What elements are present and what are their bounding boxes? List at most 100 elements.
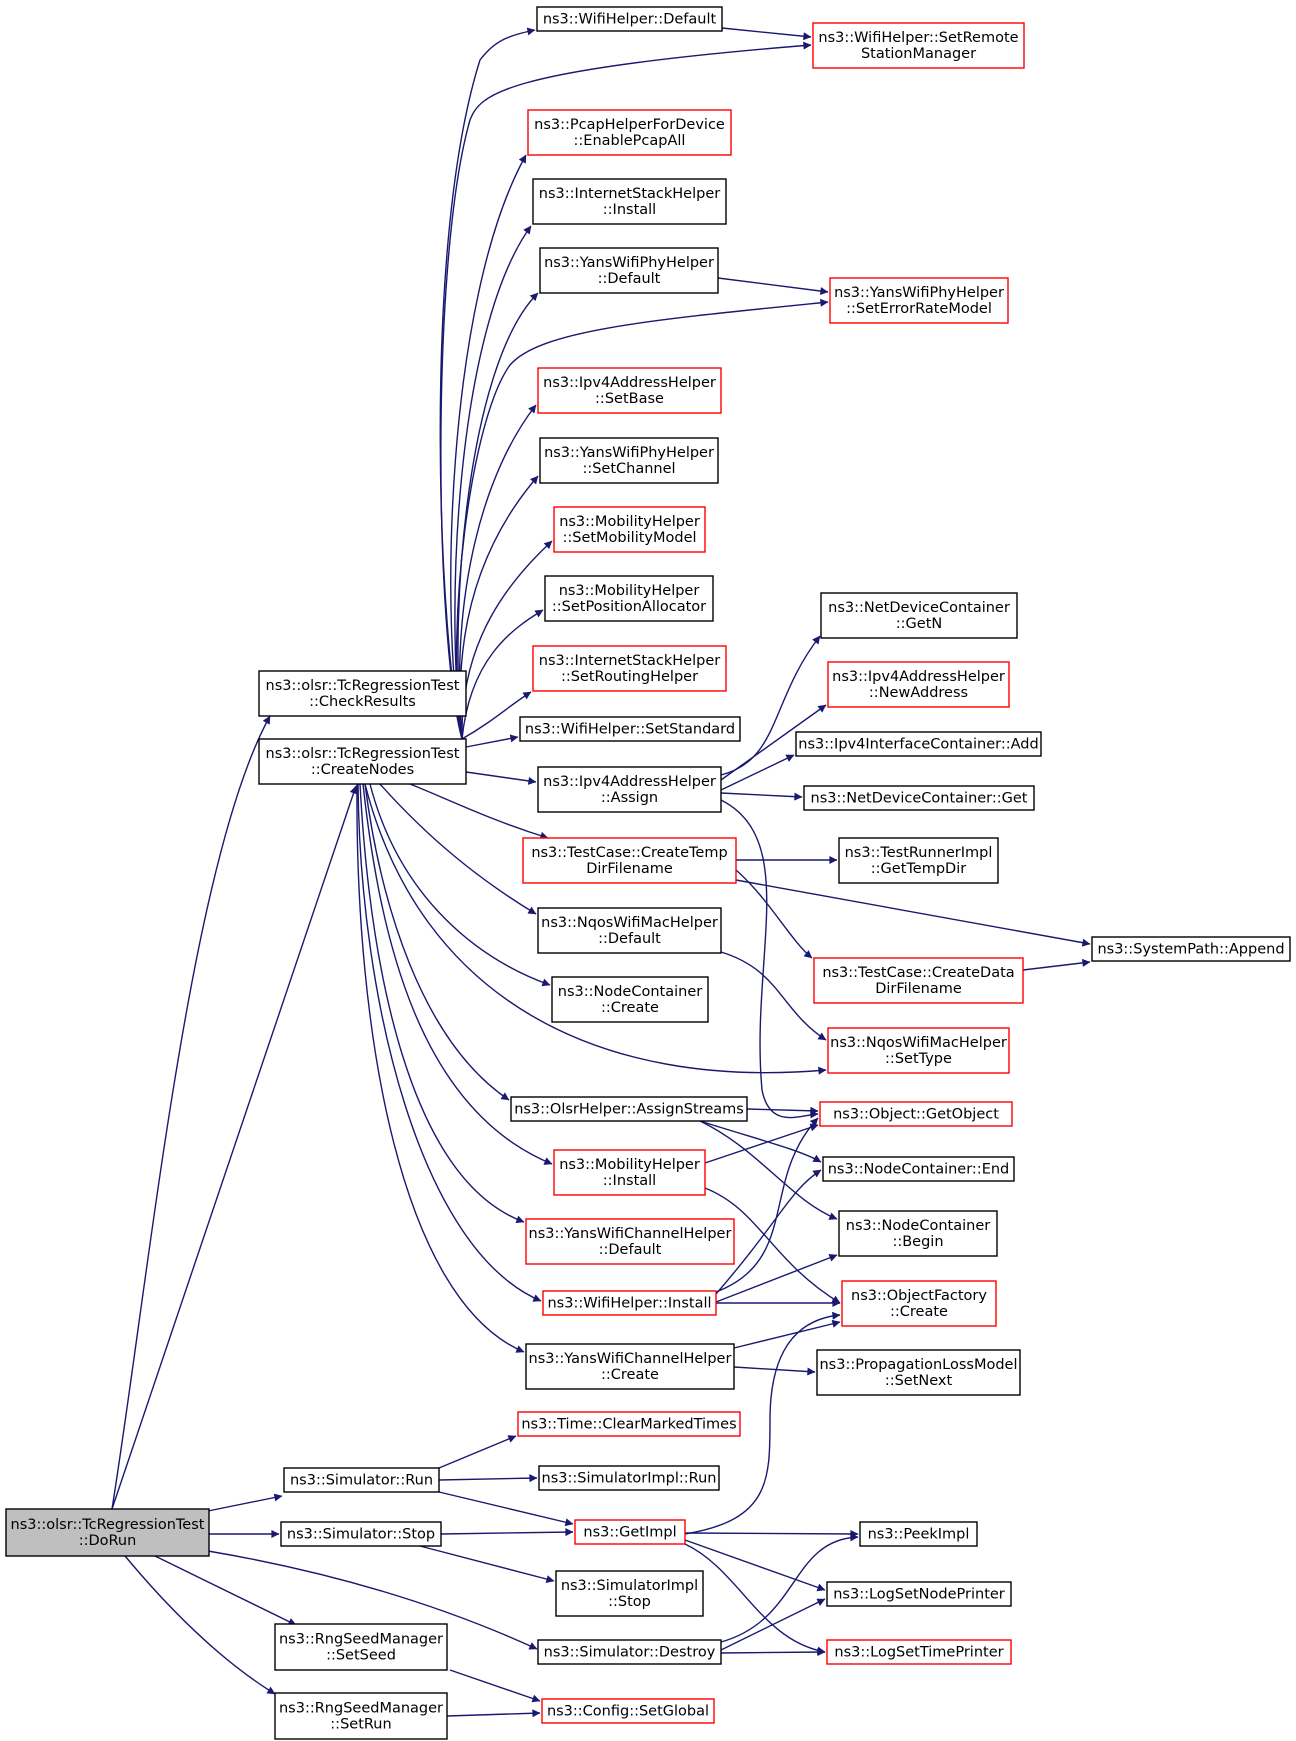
- node-ipv4addr-assign[interactable]: ns3::Ipv4AddressHelper::Assign: [537, 766, 722, 813]
- node-nodecont-begin[interactable]: ns3::NodeContainer::Begin: [838, 1210, 998, 1257]
- node-mob-setmodel[interactable]: ns3::MobilityHelper::SetMobilityModel: [553, 506, 706, 553]
- node-yanschan-create[interactable]: ns3::YansWifiChannelHelper::Create: [525, 1343, 735, 1390]
- node-nodecont-end[interactable]: ns3::NodeContainer::End: [822, 1156, 1015, 1182]
- node-box[interactable]: [838, 1210, 998, 1257]
- node-box[interactable]: [838, 837, 999, 884]
- node-nqos-settype[interactable]: ns3::NqosWifiMacHelper::SetType: [827, 1027, 1010, 1074]
- node-checkresults[interactable]: ns3::olsr::TcRegressionTest::CheckResult…: [258, 670, 467, 717]
- node-yansphy-setchannel[interactable]: ns3::YansWifiPhyHelper::SetChannel: [539, 437, 719, 484]
- node-box[interactable]: [553, 506, 706, 553]
- node-box[interactable]: [537, 367, 722, 414]
- node-box[interactable]: [537, 766, 722, 813]
- node-sim-stop[interactable]: ns3::Simulator::Stop: [280, 1521, 442, 1547]
- node-box[interactable]: [574, 1519, 686, 1545]
- node-box[interactable]: [827, 1027, 1010, 1074]
- node-box[interactable]: [841, 1280, 997, 1327]
- node-box[interactable]: [819, 1101, 1013, 1127]
- node-box[interactable]: [542, 1290, 717, 1316]
- node-box[interactable]: [532, 645, 727, 692]
- node-log-setnode[interactable]: ns3::LogSetNodePrinter: [826, 1581, 1012, 1607]
- node-netdev-getn[interactable]: ns3::NetDeviceContainer::GetN: [820, 592, 1018, 639]
- node-peekimpl[interactable]: ns3::PeekImpl: [859, 1521, 978, 1547]
- node-box[interactable]: [258, 738, 467, 785]
- node-nodecont-create[interactable]: ns3::NodeContainer::Create: [551, 976, 709, 1023]
- node-mob-install[interactable]: ns3::MobilityHelper::Install: [553, 1149, 706, 1196]
- node-box[interactable]: [519, 716, 741, 742]
- node-yansphy-seterror[interactable]: ns3::YansWifiPhyHelper::SetErrorRateMode…: [829, 277, 1009, 324]
- node-box[interactable]: [827, 661, 1010, 708]
- node-box[interactable]: [826, 1581, 1012, 1607]
- node-box[interactable]: [813, 957, 1024, 1004]
- node-simimpl-run[interactable]: ns3::SimulatorImpl::Run: [538, 1465, 720, 1491]
- node-mob-setpos[interactable]: ns3::MobilityHelper::SetPositionAllocato…: [544, 575, 714, 622]
- node-netdev-get[interactable]: ns3::NetDeviceContainer::Get: [803, 785, 1035, 811]
- node-box[interactable]: [537, 907, 722, 954]
- node-pcap-enable[interactable]: ns3::PcapHelperForDevice::EnablePcapAll: [527, 109, 732, 156]
- node-systempath-append[interactable]: ns3::SystemPath::Append: [1091, 936, 1291, 962]
- node-wifi-setstandard[interactable]: ns3::WifiHelper::SetStandard: [519, 716, 741, 742]
- node-inet-install[interactable]: ns3::InternetStackHelper::Install: [532, 178, 727, 225]
- node-box[interactable]: [517, 1411, 741, 1437]
- node-box[interactable]: [816, 1349, 1021, 1396]
- node-box[interactable]: [522, 837, 737, 884]
- node-box[interactable]: [822, 1156, 1015, 1182]
- node-box[interactable]: [536, 6, 723, 32]
- node-yanschan-default[interactable]: ns3::YansWifiChannelHelper::Default: [525, 1218, 735, 1265]
- node-yansphy-default[interactable]: ns3::YansWifiPhyHelper::Default: [539, 247, 719, 294]
- node-box[interactable]: [812, 22, 1025, 69]
- node-box[interactable]: [829, 277, 1009, 324]
- node-box[interactable]: [859, 1521, 978, 1547]
- node-rng-setseed[interactable]: ns3::RngSeedManager::SetSeed: [274, 1623, 448, 1671]
- node-box[interactable]: [544, 575, 714, 622]
- node-olsr-assign[interactable]: ns3::OlsrHelper::AssignStreams: [510, 1096, 748, 1122]
- node-box[interactable]: [541, 1698, 715, 1724]
- node-objfactory-create[interactable]: ns3::ObjectFactory::Create: [841, 1280, 997, 1327]
- node-box[interactable]: [539, 247, 719, 294]
- node-box[interactable]: [283, 1467, 440, 1493]
- node-box[interactable]: [553, 1149, 706, 1196]
- node-log-settime[interactable]: ns3::LogSetTimePrinter: [826, 1639, 1012, 1665]
- node-box[interactable]: [525, 1343, 735, 1390]
- node-box[interactable]: [555, 1570, 704, 1617]
- node-box[interactable]: [539, 437, 719, 484]
- node-box[interactable]: [551, 976, 709, 1023]
- node-createnodes[interactable]: ns3::olsr::TcRegressionTest::CreateNodes: [258, 738, 467, 785]
- node-box[interactable]: [280, 1521, 442, 1547]
- node-inet-setrouting[interactable]: ns3::InternetStackHelper::SetRoutingHelp…: [532, 645, 727, 692]
- node-box[interactable]: [525, 1218, 735, 1265]
- node-box[interactable]: [820, 592, 1018, 639]
- node-box[interactable]: [5, 1508, 210, 1557]
- node-rng-setrun[interactable]: ns3::RngSeedManager::SetRun: [274, 1692, 448, 1740]
- node-sim-run[interactable]: ns3::Simulator::Run: [283, 1467, 440, 1493]
- node-config-setglobal[interactable]: ns3::Config::SetGlobal: [541, 1698, 715, 1724]
- node-box[interactable]: [274, 1623, 448, 1671]
- node-ipv4if-add[interactable]: ns3::Ipv4InterfaceContainer::Add: [795, 731, 1042, 757]
- node-box[interactable]: [795, 731, 1042, 757]
- node-object-getobject[interactable]: ns3::Object::GetObject: [819, 1101, 1013, 1127]
- node-box[interactable]: [527, 109, 732, 156]
- node-ipv4addr-setbase[interactable]: ns3::Ipv4AddressHelper::SetBase: [537, 367, 722, 414]
- node-box[interactable]: [537, 1639, 722, 1665]
- node-proploss-setnext[interactable]: ns3::PropagationLossModel::SetNext: [816, 1349, 1021, 1396]
- node-wifi-install[interactable]: ns3::WifiHelper::Install: [542, 1290, 717, 1316]
- node-sim-destroy[interactable]: ns3::Simulator::Destroy: [537, 1639, 722, 1665]
- node-box[interactable]: [538, 1465, 720, 1491]
- node-box[interactable]: [826, 1639, 1012, 1665]
- node-simimpl-stop[interactable]: ns3::SimulatorImpl::Stop: [555, 1570, 704, 1617]
- node-wifi-default[interactable]: ns3::WifiHelper::Default: [536, 6, 723, 32]
- node-getimpl[interactable]: ns3::GetImpl: [574, 1519, 686, 1545]
- node-time-clear[interactable]: ns3::Time::ClearMarkedTimes: [517, 1411, 741, 1437]
- node-box[interactable]: [1091, 936, 1291, 962]
- node-box[interactable]: [274, 1692, 448, 1740]
- node-nqos-default[interactable]: ns3::NqosWifiMacHelper::Default: [537, 907, 722, 954]
- node-box[interactable]: [510, 1096, 748, 1122]
- node-dorun[interactable]: ns3::olsr::TcRegressionTest::DoRun: [5, 1508, 210, 1557]
- node-box[interactable]: [803, 785, 1035, 811]
- node-box[interactable]: [532, 178, 727, 225]
- node-testrunner-gettemp[interactable]: ns3::TestRunnerImpl::GetTempDir: [838, 837, 999, 884]
- node-ipv4addr-newaddr[interactable]: ns3::Ipv4AddressHelper::NewAddress: [827, 661, 1010, 708]
- node-box[interactable]: [258, 670, 467, 717]
